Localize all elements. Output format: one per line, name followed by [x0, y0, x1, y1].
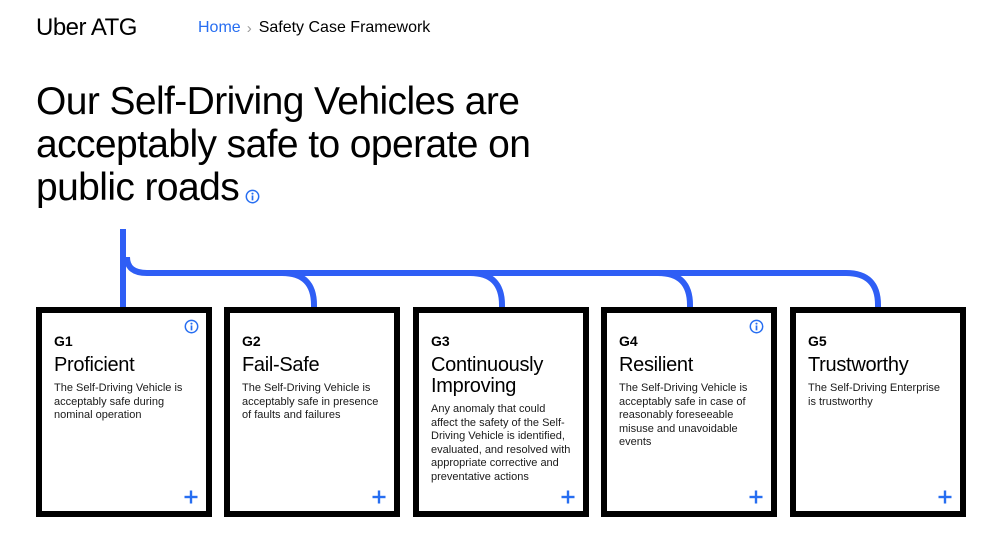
headline-info-icon[interactable]: [245, 170, 260, 213]
page-headline: Our Self-Driving Vehicles are acceptably…: [36, 80, 596, 213]
goal-card-g1[interactable]: G1 Proficient The Self-Driving Vehicle i…: [36, 307, 212, 517]
goal-title-line: Resilient: [619, 354, 693, 376]
goal-title-line: Continuously: [431, 354, 544, 376]
goal-title-line: Proficient: [54, 354, 135, 376]
uber-atg-logo[interactable]: Uber ATG: [36, 14, 137, 41]
goal-title-line: Improving: [431, 375, 517, 397]
goal-id: G5: [808, 333, 827, 349]
headline-line: public roads: [36, 166, 240, 209]
expand-plus-icon[interactable]: [560, 489, 576, 505]
expand-plus-icon[interactable]: [937, 489, 953, 505]
headline-line: Our Self-Driving Vehicles are: [36, 80, 520, 123]
goal-title-line: Fail-Safe: [242, 354, 320, 376]
expand-plus-icon[interactable]: [371, 489, 387, 505]
goal-title-line: Trustworthy: [808, 354, 909, 376]
info-icon[interactable]: [749, 319, 764, 339]
goal-title: Trustworthy: [808, 355, 948, 376]
goal-description: The Self-Driving Vehicle is acceptably s…: [619, 382, 748, 448]
goal-card-g2[interactable]: G2 Fail-Safe The Self-Driving Vehicle is…: [224, 307, 400, 517]
breadcrumb: Home › Safety Case Framework: [198, 19, 430, 37]
goal-id: G1: [54, 333, 73, 349]
goal-description: The Self-Driving Vehicle is acceptably s…: [54, 382, 183, 421]
breadcrumb-home-link[interactable]: Home: [198, 19, 241, 36]
breadcrumb-current-page: Safety Case Framework: [258, 19, 431, 36]
goal-title: Fail-Safe: [242, 355, 382, 376]
goal-id: G3: [431, 333, 450, 349]
goal-description: Any anomaly that could affect the safety…: [431, 403, 571, 483]
headline-line: acceptably safe to operate on: [36, 123, 531, 166]
goal-id: G2: [242, 333, 261, 349]
goal-title: Proficient: [54, 355, 194, 376]
goal-title: Resilient: [619, 355, 759, 376]
expand-plus-icon[interactable]: [183, 489, 199, 505]
breadcrumb-separator-icon: ›: [246, 19, 252, 37]
goal-description: The Self-Driving Enterprise is trustwort…: [808, 382, 941, 408]
goal-description: The Self-Driving Vehicle is acceptably s…: [242, 382, 379, 421]
goal-card-g5[interactable]: G5 Trustworthy The Self-Driving Enterpri…: [790, 307, 966, 517]
info-icon[interactable]: [184, 319, 199, 339]
goal-card-g4[interactable]: G4 Resilient The Self-Driving Vehicle is…: [601, 307, 777, 517]
goal-id: G4: [619, 333, 638, 349]
connector-branch-g5: [658, 270, 881, 319]
expand-plus-icon[interactable]: [748, 489, 764, 505]
